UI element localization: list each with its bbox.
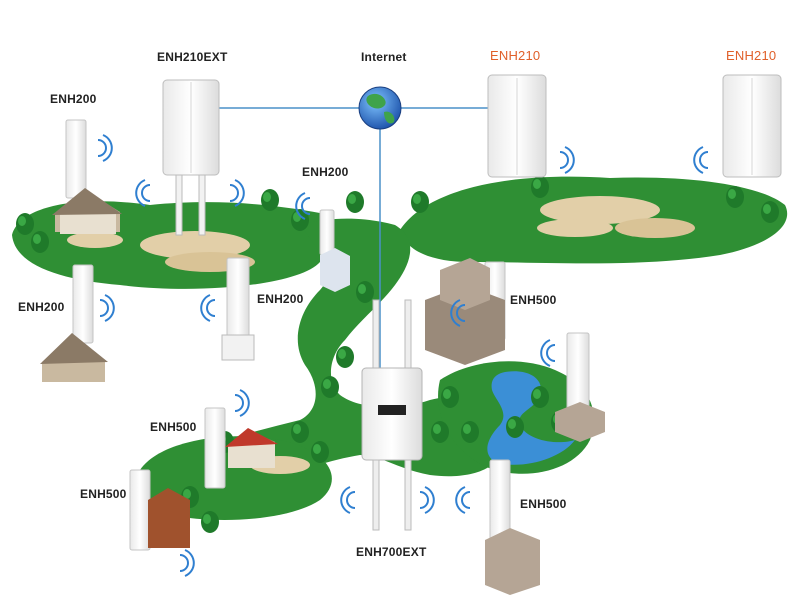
sand-5 <box>537 219 613 237</box>
house-icon <box>52 188 122 234</box>
building-icon <box>485 528 540 595</box>
sand-3 <box>540 196 660 224</box>
cpe-antenna-icon <box>489 459 511 541</box>
links <box>218 107 488 380</box>
river <box>487 371 575 465</box>
label-enh210-b: ENH210 <box>726 48 777 63</box>
label-enh500-building: ENH500 <box>510 293 557 307</box>
access-point-icon <box>162 79 220 236</box>
access-point-icon <box>361 299 423 531</box>
house-icon <box>225 428 278 468</box>
access-point-icon <box>487 74 547 178</box>
access-point-icon <box>722 74 782 178</box>
cpe-antenna-icon <box>204 407 226 489</box>
cpe-antenna-icon <box>319 209 335 256</box>
sand-4 <box>615 218 695 238</box>
cpe-antenna-icon <box>129 469 151 551</box>
label-enh500-cabin: ENH500 <box>80 487 127 501</box>
label-internet: Internet <box>361 50 407 64</box>
house-icon <box>148 488 190 548</box>
cpe-antenna-icon <box>566 332 590 416</box>
building-icon <box>555 402 605 442</box>
sand-7 <box>67 232 123 248</box>
label-enh700ext: ENH700EXT <box>356 545 427 559</box>
label-enh200-mid: ENH200 <box>257 292 304 306</box>
landscape <box>12 176 788 520</box>
label-enh200-house: ENH200 <box>50 92 97 106</box>
house-icon <box>40 333 108 382</box>
building-icon <box>320 248 350 292</box>
building-icon <box>425 258 505 365</box>
cpe-antenna-icon <box>221 257 255 361</box>
label-enh210-a: ENH210 <box>490 48 541 63</box>
label-enh200-tower: ENH200 <box>302 165 349 179</box>
sand-1 <box>140 231 250 259</box>
cpe-antenna-icon <box>72 264 94 344</box>
label-enh500-farm: ENH500 <box>150 420 197 434</box>
label-enh500-bottom: ENH500 <box>520 497 567 511</box>
label-enh200-cottage: ENH200 <box>18 300 65 314</box>
label-enh210ext: ENH210EXT <box>157 50 228 64</box>
globe-icon <box>358 86 402 130</box>
wifi-signal-icon <box>97 134 709 577</box>
cpe-antenna-icon <box>65 119 87 199</box>
